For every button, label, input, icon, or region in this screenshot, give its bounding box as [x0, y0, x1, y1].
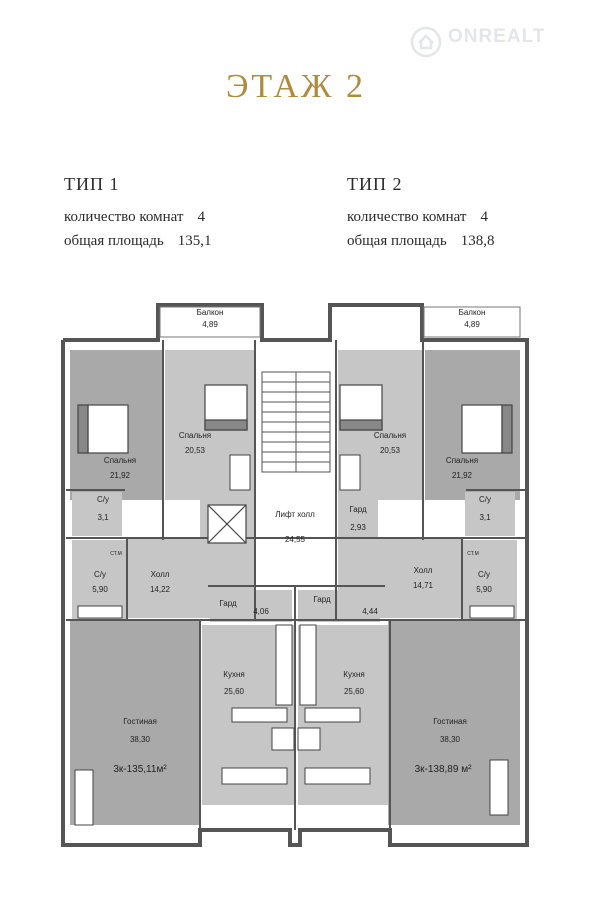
room-label-hall-l-area: 14,22 — [150, 585, 171, 594]
room-label-bedroom-r2-area: 21,92 — [452, 471, 473, 480]
room-label-balcony-right-area: 4,89 — [464, 320, 480, 329]
kitchen-counters — [275, 624, 317, 706]
room-label-kitchen-l-area: 25,60 — [224, 687, 245, 696]
house-icon — [410, 26, 442, 58]
room-label-kitchen-r: Кухня — [343, 670, 364, 679]
balcony-right — [423, 306, 521, 338]
apartment-type-2: ТИП 2 количество комнат 4 общая площадь 13… — [347, 174, 494, 257]
room-label-kitchen-r-area: 25,60 — [344, 687, 365, 696]
floor-title: ЭТАЖ 2 — [225, 68, 367, 105]
elevator — [207, 504, 247, 544]
room-label-bath-l-top-area: 3,1 — [97, 513, 109, 522]
room-label-bath-l-bottom-area: 5,90 — [92, 585, 108, 594]
dining-tables — [221, 707, 371, 785]
staircase — [261, 371, 331, 473]
room-label-wardrobe-l-area: 4,06 — [253, 607, 269, 616]
room-label-bedroom-l2-area: 20,53 — [185, 446, 206, 455]
room-label-bedroom-r1-area: 20,53 — [380, 446, 401, 455]
room-label-bedroom-l1: Спальня — [104, 456, 136, 465]
room-label-bedroom-l2: Спальня — [179, 431, 211, 440]
room-label-wardrobe-top: Гард — [349, 505, 367, 514]
bathtubs — [77, 605, 515, 619]
rooms-value: 4 — [197, 209, 205, 225]
rooms-row: количество комнат 4 — [64, 209, 211, 233]
room-label-bath-r-bottom-area: 5,90 — [476, 585, 492, 594]
apartment-type-1: ТИП 1 количество комнат 4 общая площадь 13… — [64, 174, 211, 257]
type-title: ТИП 1 — [64, 174, 120, 194]
beds — [77, 384, 513, 454]
area-label: общая площадь — [64, 233, 164, 249]
room-label-hall-l: Холл — [151, 570, 170, 579]
rooms-label: количество комнат — [347, 209, 467, 225]
room-label-living-r-area: 38,30 — [440, 735, 461, 744]
room-label-apt-r-total: 3к-138,89 м² — [415, 764, 473, 775]
room-label-living-r: Гостиная — [433, 717, 467, 726]
room-label-balcony-left: Балкон — [197, 308, 224, 317]
rooms-label: количество комнат — [64, 209, 184, 225]
wardrobe-top — [338, 500, 378, 538]
area-label: общая площадь — [347, 233, 447, 249]
bath-l-top — [72, 492, 122, 536]
room-label-wardrobe-r-area: 4,44 — [362, 607, 378, 616]
walls — [61, 303, 529, 847]
room-label-bedroom-r2: Спальня — [446, 456, 478, 465]
inner-walls — [66, 340, 525, 830]
room-label-living-l-area: 38,30 — [130, 735, 151, 744]
room-label-cm-r: СТ.М — [467, 551, 479, 557]
room-label-bath-r-top: С/у — [479, 495, 491, 504]
type-title: ТИП 2 — [347, 174, 403, 194]
rooms-row: количество комнат 4 — [347, 209, 494, 233]
room-label-kitchen-l: Кухня — [223, 670, 244, 679]
room-label-balcony-left-area: 4,89 — [202, 320, 218, 329]
rooms-value: 4 — [480, 209, 488, 225]
room-label-bath-l-top: С/у — [97, 495, 109, 504]
room-label-apt-l-total: 3к-135,11м² — [113, 764, 167, 775]
room-label-bath-r-bottom: С/у — [478, 570, 490, 579]
room-label-lift-hall: Лифт холл — [275, 510, 315, 519]
brand-logo: ONREALT — [410, 22, 580, 66]
room-label-wardrobe-r: Гард — [313, 595, 331, 604]
room-label-lift-hall-area: 24,55 — [285, 535, 306, 544]
room-label-wardrobe-l: Гард — [219, 599, 237, 608]
room-label-bath-r-top-area: 3,1 — [479, 513, 491, 522]
room-label-wardrobe-top-area: 2,93 — [350, 523, 366, 532]
sofas — [74, 454, 509, 826]
brand-name: ONREALT — [448, 26, 546, 47]
room-label-hall-r: Холл — [414, 566, 433, 575]
room-label-cm-l: СТ.М — [110, 551, 122, 557]
room-label-bath-l-bottom: С/у — [94, 570, 106, 579]
room-labels: Балкон 4,89 Балкон 4,89 Спальня 21,92 Сп… — [92, 308, 492, 775]
wardrobe-l — [210, 590, 292, 622]
room-label-bedroom-l1-area: 21,92 — [110, 471, 131, 480]
area-row: общая площадь 138,8 — [347, 233, 494, 257]
bath-r-top — [465, 492, 515, 536]
room-label-living-l: Гостиная — [123, 717, 157, 726]
area-row: общая площадь 135,1 — [64, 233, 211, 257]
wardrobe-r — [298, 590, 380, 622]
area-value: 138,8 — [460, 233, 495, 249]
area-value: 135,1 — [177, 233, 212, 249]
room-label-hall-r-area: 14,71 — [413, 581, 434, 590]
balcony-left — [159, 306, 261, 338]
room-label-bedroom-r1: Спальня — [374, 431, 406, 440]
room-label-balcony-right: Балкон — [459, 308, 486, 317]
